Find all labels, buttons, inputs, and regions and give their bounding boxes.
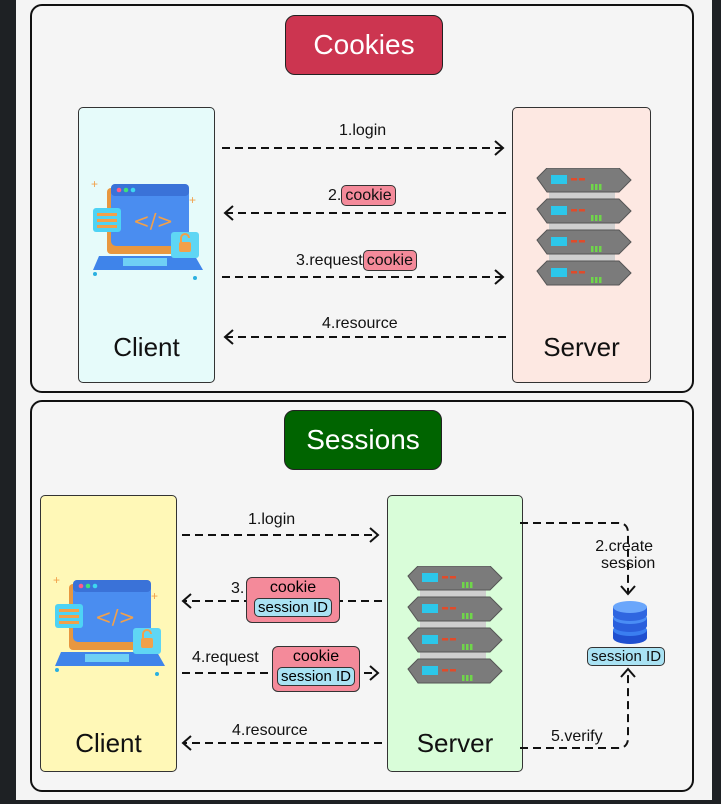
arrowhead-create-session	[620, 585, 636, 596]
svg-text:</>: </>	[95, 605, 135, 629]
cookies-panel: Cookies </> + +	[30, 4, 694, 393]
sessions-step-4-label: 4.request	[192, 649, 259, 667]
sessions-server-label: Server	[416, 728, 494, 758]
arrowhead-resource	[223, 329, 234, 345]
database-icon	[613, 601, 647, 644]
session-id-pill: session ID	[253, 598, 333, 617]
server-rack-icon	[536, 168, 632, 286]
arrow-verify	[520, 670, 629, 749]
server-rack-icon	[407, 566, 503, 684]
arrowhead-request	[369, 665, 380, 681]
arrowhead-login	[369, 527, 380, 543]
sessions-client-box: </> + + Client	[40, 495, 177, 772]
svg-text:</>: </>	[133, 209, 173, 233]
sessions-step-2: 2.create session	[595, 538, 656, 572]
cookies-step-2: 2.cookie	[328, 185, 396, 206]
database-session-id-label: session ID	[587, 647, 666, 666]
arrowhead-login	[494, 140, 505, 156]
cookies-arrows	[222, 140, 506, 345]
arrowhead-request	[494, 269, 505, 285]
svg-text:+: +	[53, 573, 60, 587]
cookie-pill: cookie	[341, 185, 396, 206]
cookies-title: Cookies	[313, 29, 415, 60]
sessions-title: Sessions	[306, 424, 420, 455]
cookie-session-pill: cookie session ID	[246, 577, 340, 623]
diagram-canvas: Cookies </> + +	[16, 0, 712, 800]
sessions-server-box: Server	[387, 495, 523, 772]
arrowhead-cookie	[223, 205, 234, 221]
cookies-step-1: 1.login	[339, 122, 387, 139]
arrowhead-cookie-session	[181, 593, 192, 609]
sessions-client-label: Client	[75, 728, 142, 758]
sessions-step-resource: 4.resource	[232, 722, 308, 739]
sessions-step-3-label: 3.	[231, 580, 245, 598]
arrowhead-verify	[620, 667, 636, 678]
sessions-title-badge: Sessions	[284, 410, 442, 470]
cookies-server-box: Server	[512, 107, 651, 383]
session-id-pill: session ID	[276, 667, 356, 686]
cookies-server-label: Server	[543, 332, 620, 362]
cookies-client-box: </> + + Client	[78, 107, 215, 383]
cookie-session-pill: cookie session ID	[272, 646, 360, 692]
svg-text:+: +	[189, 193, 196, 207]
sessions-step-1: 1.login	[248, 511, 296, 528]
laptop-code-icon: </> + +	[91, 177, 203, 280]
cookies-step-4: 4.resource	[322, 315, 398, 332]
laptop-code-icon: </> + +	[53, 573, 165, 676]
cookies-title-badge: Cookies	[285, 15, 443, 75]
sessions-step-verify: 5.verify	[551, 728, 603, 745]
svg-text:+: +	[91, 177, 98, 191]
arrowhead-resource	[181, 735, 192, 751]
arrow-create-session	[520, 522, 629, 593]
cookie-pill: cookie	[362, 250, 417, 271]
sessions-panel: Sessions </> + +	[30, 400, 694, 792]
svg-text:+: +	[151, 589, 158, 603]
cookies-client-label: Client	[113, 332, 180, 362]
